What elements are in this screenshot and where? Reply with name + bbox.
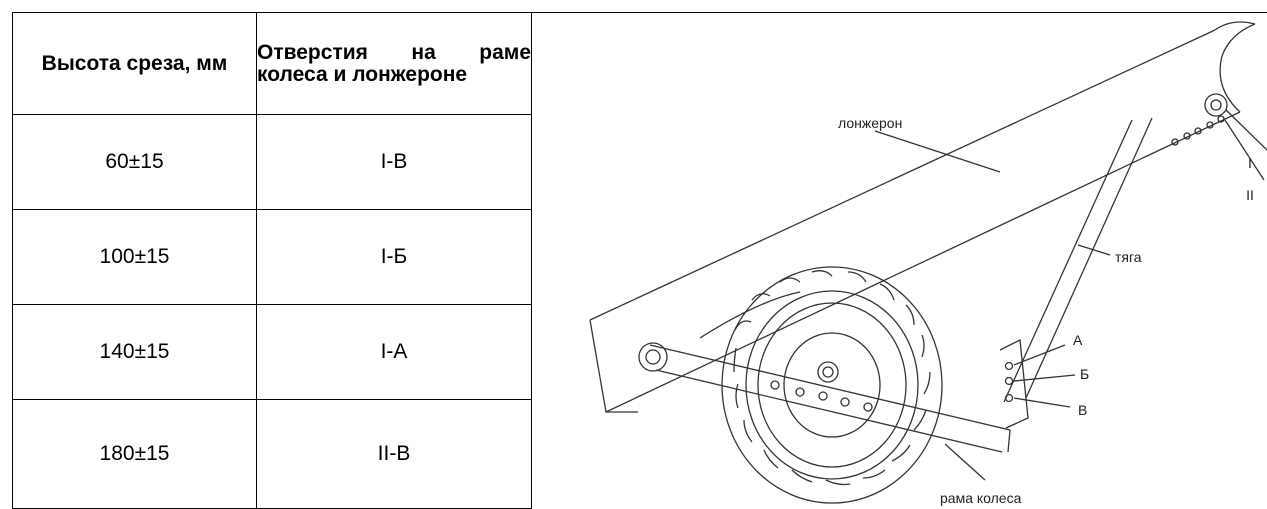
label-hole-B: Б bbox=[1080, 366, 1089, 382]
label-hole-A: А bbox=[1073, 332, 1083, 348]
holes-cell: II-В bbox=[256, 399, 532, 509]
wheel-assembly-diagram: лонжерон тяга рама колеса I II А Б В bbox=[589, 21, 1267, 506]
spar-holes bbox=[1171, 93, 1228, 146]
cut-height-cell: 100±15 bbox=[12, 209, 257, 305]
table-row: 100±15 I-Б bbox=[12, 209, 532, 305]
wheel-drawing bbox=[721, 266, 943, 504]
header-holes: Отверстия на раме колеса и лонжероне bbox=[256, 12, 532, 115]
label-wheel-frame: рама колеса bbox=[940, 490, 1022, 506]
cut-height-cell: 180±15 bbox=[12, 399, 257, 509]
label-hole-I: I bbox=[1248, 155, 1252, 171]
label-hole-II: II bbox=[1246, 187, 1254, 203]
table-header-row: Высота среза, мм Отверстия на раме колес… bbox=[12, 12, 532, 115]
bracket-holes bbox=[1004, 361, 1014, 403]
holes-cell: I-А bbox=[256, 304, 532, 400]
label-spar: лонжерон bbox=[838, 115, 902, 131]
cut-height-cell: 140±15 bbox=[12, 304, 257, 400]
leader-lines bbox=[874, 109, 1267, 481]
table-row: 60±15 I-В bbox=[12, 114, 532, 210]
rod-drawing bbox=[999, 117, 1153, 429]
top-border-line bbox=[532, 12, 1267, 13]
table-row: 180±15 II-В bbox=[12, 399, 532, 509]
cut-height-table: Высота среза, мм Отверстия на раме колес… bbox=[12, 12, 532, 509]
holes-cell: I-Б bbox=[256, 209, 532, 305]
label-hole-V: В bbox=[1078, 402, 1087, 418]
label-rod: тяга bbox=[1115, 249, 1142, 265]
holes-cell: I-В bbox=[256, 114, 532, 210]
header-cut-height: Высота среза, мм bbox=[12, 12, 257, 115]
cut-height-cell: 60±15 bbox=[12, 114, 257, 210]
spar-drawing bbox=[589, 21, 1256, 413]
table-row: 140±15 I-А bbox=[12, 304, 532, 400]
wheel-frame-drawing bbox=[638, 342, 1011, 453]
